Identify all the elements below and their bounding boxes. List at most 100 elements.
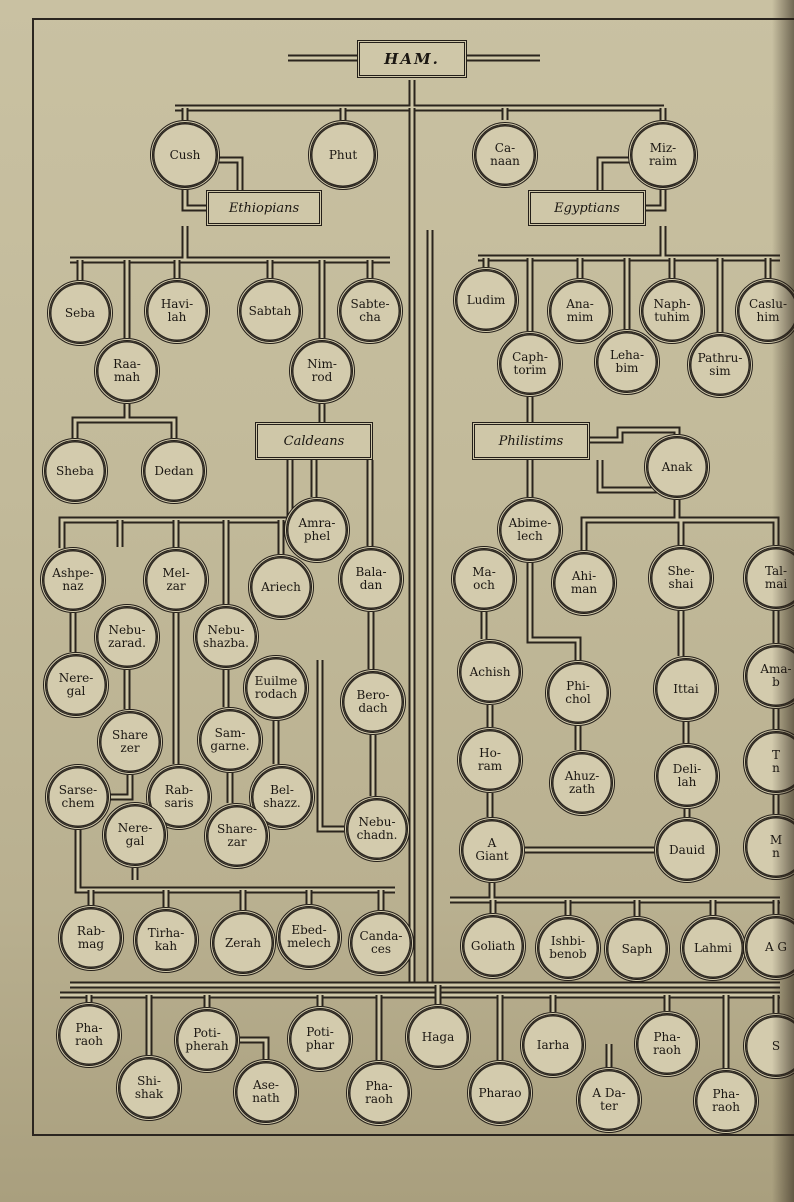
- person-node-samgarne: Sam- garne.: [197, 707, 263, 773]
- person-node-hagar: Haga: [405, 1004, 471, 1070]
- connector: [526, 426, 681, 497]
- person-node-shishak: Shi- shak: [116, 1055, 182, 1121]
- person-node-pharaoh2: Pha- raoh: [346, 1060, 412, 1126]
- person-node-saph: Saph: [604, 916, 670, 982]
- person-node-sarsechim: Sarse- chem: [45, 764, 111, 830]
- connector: [76, 260, 374, 338]
- connector: [69, 613, 234, 803]
- connector: [74, 830, 139, 880]
- person-node-asenath: Ase- nath: [233, 1059, 299, 1125]
- connector: [70, 226, 390, 264]
- person-node-potiphar: Poti- phar: [287, 1006, 353, 1072]
- page-border: [32, 18, 794, 1136]
- person-node-sabtah: Sabtah: [237, 278, 303, 344]
- person-node-pharao: Pharao: [467, 1060, 533, 1126]
- person-node-ashpenaz: Ashpe- naz: [40, 547, 106, 613]
- person-node-nebushazban: Nebu- shazba.: [193, 604, 259, 670]
- person-node-pharaoh_r: Pha- raoh: [634, 1011, 700, 1077]
- person-node-sheba: Sheba: [42, 438, 108, 504]
- person-node-agiant: A Giant: [459, 817, 525, 883]
- person-node-lehabim: Leha- bim: [594, 329, 660, 395]
- title-plate: HAM.: [357, 40, 467, 78]
- person-node-ariech: Ariech: [248, 554, 314, 620]
- connector: [450, 883, 780, 904]
- person-node-seba: Seba: [47, 280, 113, 346]
- person-node-baladan: Bala- dan: [338, 546, 404, 612]
- connector: [272, 612, 377, 833]
- person-node-adater: A Da- ter: [576, 1067, 642, 1133]
- connector: [145, 995, 730, 1068]
- connector: [478, 226, 780, 262]
- connector: [580, 500, 780, 550]
- connector: [116, 520, 285, 604]
- person-node-sharezer2: Share- zar: [204, 803, 270, 869]
- person-node-sharezer1: Share zer: [97, 709, 163, 775]
- person-node-havilah: Havi- lah: [144, 278, 210, 344]
- connector: [85, 985, 780, 1013]
- person-node-david: Dauid: [654, 817, 720, 883]
- person-node-ishbibenob: Ishbi- benob: [535, 915, 601, 981]
- person-node-berodach: Bero- dach: [340, 669, 406, 735]
- person-node-phichol: Phi- chol: [545, 660, 611, 726]
- person-node-mizraim: Miz- raim: [628, 120, 698, 190]
- connector: [74, 870, 416, 894]
- ham-bus: [175, 80, 664, 112]
- person-node-anak: Anak: [644, 434, 710, 500]
- person-node-ahuzzath: Ahuz- zath: [549, 750, 615, 816]
- person-node-shesai: She- shai: [648, 545, 714, 611]
- person-node-nebuchadn: Nebu- chadn.: [344, 796, 410, 862]
- person-node-nergal: Nere- gal: [43, 652, 109, 718]
- banner-egyptians: Egyptians: [528, 190, 646, 226]
- connector: [482, 258, 772, 332]
- person-node-ahiman: Ahi- man: [551, 550, 617, 616]
- person-node-ebedmelech: Ebed- melech: [276, 904, 342, 970]
- central-trunk: [408, 108, 434, 985]
- person-node-cush: Cush: [150, 120, 220, 190]
- person-node-jarha: Iarha: [520, 1012, 586, 1078]
- person-node-nimrod: Nim- rod: [289, 338, 355, 404]
- connector: [60, 981, 780, 999]
- banner-philistims: Philistims: [472, 422, 590, 460]
- person-node-abimelech: Abime- lech: [497, 497, 563, 563]
- connector: [596, 156, 667, 212]
- person-node-maoch: Ma- och: [451, 546, 517, 612]
- banner-caldeans: Caldeans: [255, 422, 373, 460]
- person-node-sabtecha: Sabte- cha: [337, 278, 403, 344]
- person-node-achish: Achish: [457, 639, 523, 705]
- person-node-ludim: Ludim: [453, 267, 519, 333]
- person-node-caphtorim: Caph- torim: [497, 331, 563, 397]
- person-node-potipherah: Poti- pherah: [174, 1007, 240, 1073]
- person-node-phut: Phut: [308, 120, 378, 190]
- person-node-rabsaris: Rab- saris: [146, 764, 212, 830]
- person-node-pharaoh1: Pha- raoh: [56, 1002, 122, 1068]
- person-node-lahmi: Lahmi: [680, 915, 746, 981]
- connector: [489, 900, 780, 916]
- connector: [181, 108, 667, 120]
- person-node-nebuzaradan: Nebu- zarad.: [94, 604, 160, 670]
- person-node-tirhakah: Tirha- kah: [133, 907, 199, 973]
- person-node-goliath: Goliath: [460, 913, 526, 979]
- person-node-evilmerodach: Euilme rodach: [243, 655, 309, 721]
- connector: [480, 563, 582, 817]
- person-node-delilah: Deli- lah: [654, 743, 720, 809]
- person-node-amraphel: Amra- phel: [284, 497, 350, 563]
- person-node-rabmag: Rab- mag: [58, 905, 124, 971]
- person-node-melzar: Mel- zar: [143, 547, 209, 613]
- person-node-ittai: Ittai: [653, 656, 719, 722]
- person-node-anamim: Ana- mim: [547, 278, 613, 344]
- person-node-canaan: Ca- naan: [472, 122, 538, 188]
- person-node-pharaoh3: Pha- raoh: [693, 1068, 759, 1134]
- person-node-zerah: Zerah: [210, 910, 276, 976]
- person-node-naphtuhim: Naph- tuhim: [639, 278, 705, 344]
- person-node-raamah: Raa- mah: [94, 338, 160, 404]
- person-node-dedan: Dedan: [141, 438, 207, 504]
- connector: [87, 890, 385, 910]
- connector: [71, 404, 178, 438]
- person-node-nergal2: Nere- gal: [102, 802, 168, 868]
- person-node-pathrusim: Pathru- sim: [687, 332, 753, 398]
- page-edge-shadow: [772, 0, 794, 1202]
- person-node-horam: Ho- ram: [457, 727, 523, 793]
- banner-ethiopians: Ethiopians: [206, 190, 322, 226]
